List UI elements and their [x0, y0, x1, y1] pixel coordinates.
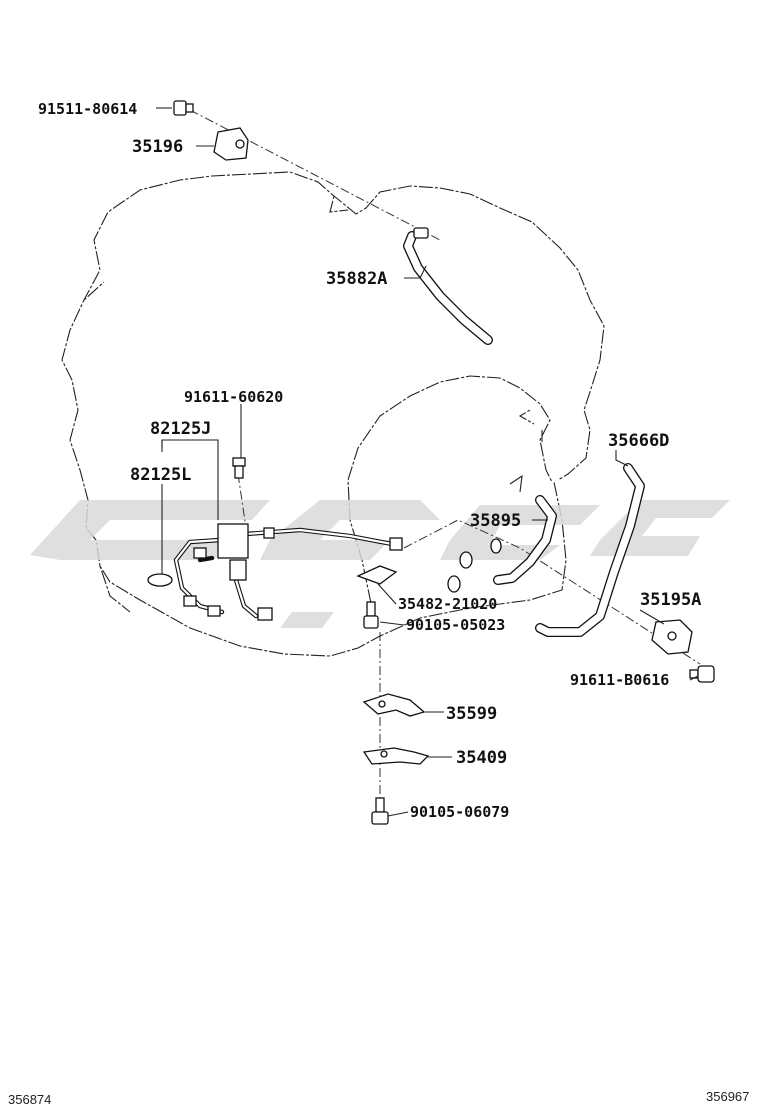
label-bracket-b[interactable]: 35409 — [456, 748, 507, 768]
label-bolt-top[interactable]: 91511-80614 — [38, 100, 137, 118]
bolt-mid-icon — [363, 601, 379, 629]
label-clamp-top[interactable]: 35196 — [132, 137, 183, 157]
label-bolt-right[interactable]: 91611-B0616 — [570, 671, 669, 689]
oring-icon — [147, 573, 173, 587]
clip-icons — [447, 474, 523, 593]
bracket-b-icon — [362, 747, 430, 765]
clamp-top-icon — [213, 127, 249, 161]
label-hose-mid[interactable]: 35895 — [470, 511, 521, 531]
watermark-logo — [30, 500, 730, 628]
bolt-right-icon — [689, 665, 715, 683]
bracket-a-icon — [362, 693, 426, 717]
label-hose-right[interactable]: 35666D — [608, 431, 669, 451]
breather-hose-icon — [403, 227, 493, 345]
label-oring[interactable]: 82125L — [130, 465, 191, 485]
bolt-top-icon — [173, 100, 194, 116]
footer-right-code: 356967 — [706, 1089, 749, 1104]
label-breather-hose[interactable]: 35882A — [326, 269, 387, 289]
label-plate[interactable]: 35482-21020 — [398, 595, 497, 613]
label-harness[interactable]: 82125J — [150, 419, 211, 439]
hose-right-icon — [535, 463, 645, 637]
label-bolt-bottom[interactable]: 90105-06079 — [410, 803, 509, 821]
bolt-bottom-icon — [371, 797, 389, 825]
label-clamp-right[interactable]: 35195A — [640, 590, 701, 610]
label-bracket-a[interactable]: 35599 — [446, 704, 497, 724]
hose-mid-icon — [493, 495, 557, 585]
leader-lines — [156, 107, 699, 817]
wire-harness-icon — [173, 523, 403, 621]
label-bolt-sensor[interactable]: 91611-60620 — [184, 388, 283, 406]
transmission-housing — [61, 171, 605, 657]
bolt-sensor-icon — [232, 457, 246, 479]
clamp-right-icon — [651, 619, 693, 655]
footer-left-code: 356874 — [8, 1092, 51, 1107]
plate-icon — [356, 565, 398, 585]
label-bolt-mid[interactable]: 90105-05023 — [406, 616, 505, 634]
